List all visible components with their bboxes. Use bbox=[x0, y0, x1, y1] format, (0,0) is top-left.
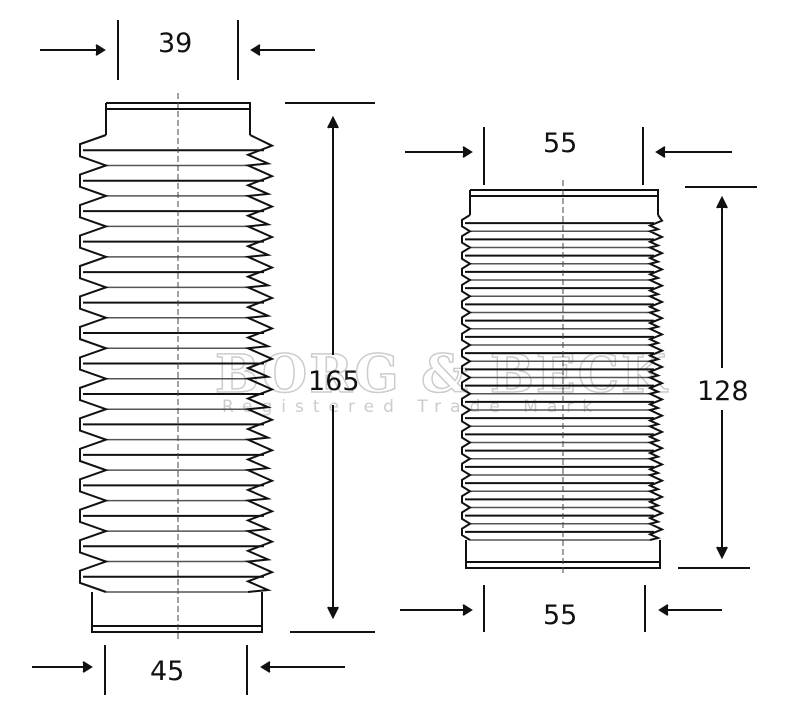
right-length-label: 128 bbox=[697, 376, 749, 407]
left-profile bbox=[461, 214, 472, 541]
watermark: BORG & BECK Registered Trade Mark bbox=[214, 343, 667, 417]
left-profile bbox=[79, 134, 110, 593]
dimensions bbox=[32, 20, 757, 695]
right-bottom-diameter-label: 55 bbox=[543, 600, 577, 631]
left-boot bbox=[79, 93, 275, 640]
watermark-tagline: Registered Trade Mark bbox=[222, 397, 601, 417]
top-collar bbox=[105, 102, 251, 135]
right-profile bbox=[244, 134, 275, 593]
right-top-diameter-label: 55 bbox=[543, 128, 577, 159]
right-boot bbox=[461, 180, 665, 576]
left-bottom-diameter-label: 45 bbox=[150, 656, 184, 687]
right-profile bbox=[647, 214, 665, 541]
bottom-collar bbox=[91, 592, 263, 633]
left-length-label: 165 bbox=[308, 366, 360, 397]
left-top-diameter-label: 39 bbox=[158, 28, 192, 59]
top-collar bbox=[469, 189, 659, 215]
